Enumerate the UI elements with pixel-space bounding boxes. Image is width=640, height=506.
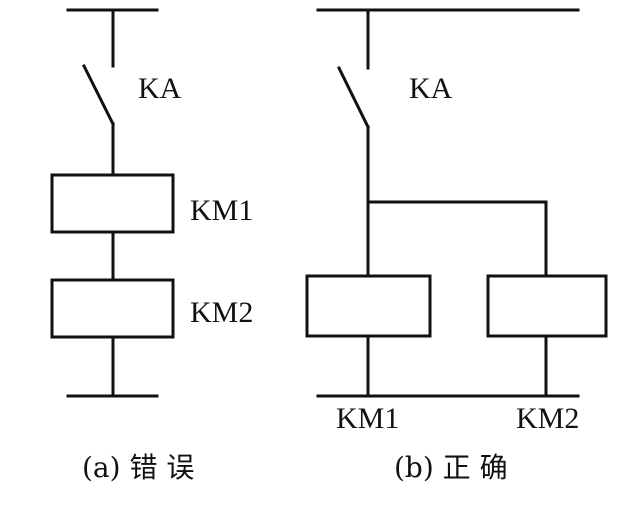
a-ka-label: KA [138, 72, 182, 105]
b-ka-switch-blade [336, 65, 371, 130]
a-km1-coil [50, 173, 175, 234]
diagram-a: KA KM1 KM2 (a) 错 误 [50, 8, 253, 484]
b-km1-label: KM1 [336, 402, 399, 435]
a-ka-switch-blade [81, 63, 116, 127]
b-km2-label: KM2 [516, 402, 579, 435]
b-ka-label: KA [409, 72, 453, 105]
b-caption: (b) 正 确 [394, 451, 508, 484]
diagram-b: KA KM1 KM2 (b) 正 确 [305, 8, 608, 484]
b-km2-coil [486, 274, 608, 338]
a-caption: (a) 错 误 [82, 451, 194, 484]
a-km2-label: KM2 [190, 296, 253, 329]
a-km2-coil [50, 278, 175, 339]
a-km1-label: KM1 [190, 194, 253, 227]
b-km1-coil [305, 274, 432, 338]
